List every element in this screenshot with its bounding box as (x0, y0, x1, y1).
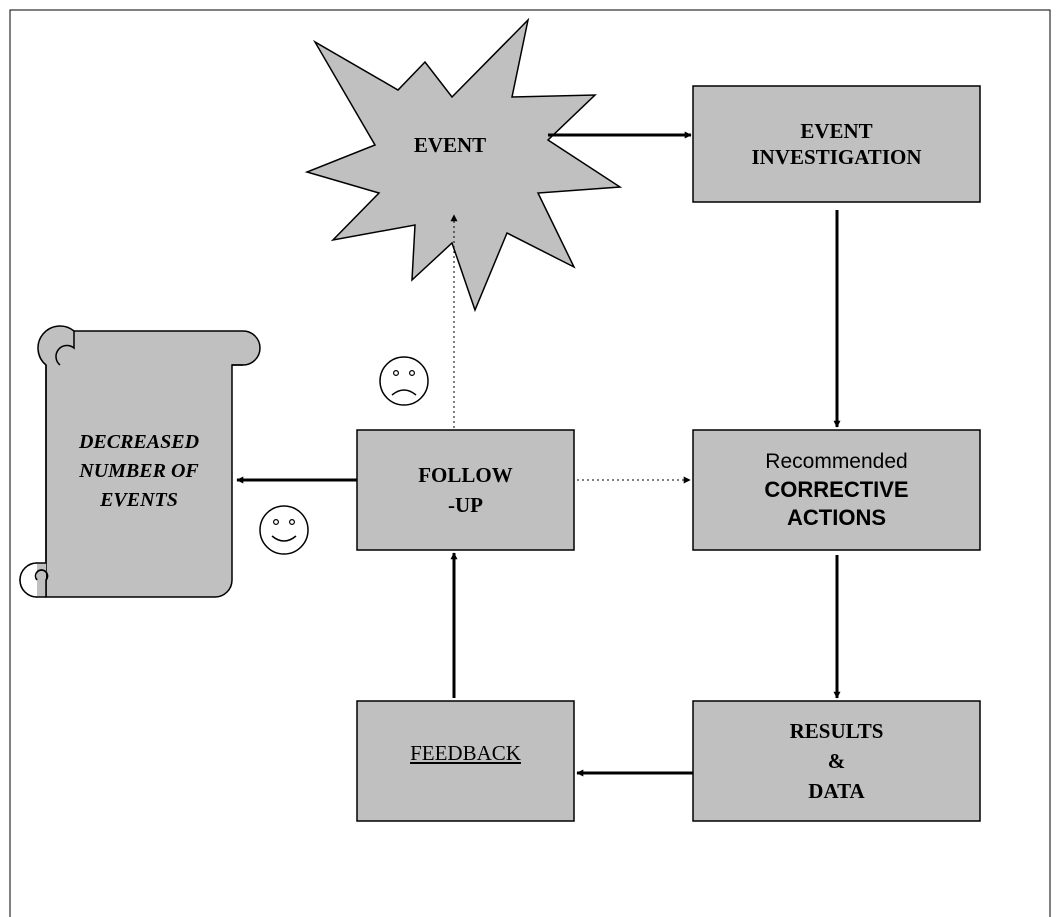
event-investigation-box (692, 85, 981, 203)
results-data-label: RESULTS & DATA (693, 701, 980, 821)
corrective-actions-line-2: CORRECTIVE (764, 477, 909, 502)
corrective-actions-line-3: ACTIONS (787, 505, 886, 530)
event-investigation-label: EVENT INVESTIGATION (693, 86, 980, 202)
outcome-label: DECREASED NUMBER OF EVENTS (46, 416, 232, 526)
outcome-line-3: EVENTS (100, 488, 178, 511)
outcome-scroll (19, 325, 261, 598)
feedback-label: FEEDBACK (357, 701, 574, 805)
event-investigation-line-1: EVENT (800, 119, 873, 143)
feedback-box (356, 700, 575, 822)
corrective-actions-box (692, 429, 981, 551)
event-label: EVENT (395, 120, 505, 170)
happy-face-icon (259, 505, 309, 555)
feedback-label-text: FEEDBACK (410, 741, 521, 765)
page-frame (9, 9, 1051, 917)
follow-up-label: FOLLOW -UP (357, 430, 574, 550)
results-data-line-3: DATA (808, 779, 865, 803)
outcome-line-2: NUMBER OF (79, 459, 199, 482)
event-starburst (304, 17, 623, 313)
results-data-box (692, 700, 981, 822)
corrective-actions-label: Recommended CORRECTIVE ACTIONS (693, 430, 980, 550)
follow-up-box (356, 429, 575, 551)
event-investigation-line-2: INVESTIGATION (751, 145, 922, 169)
event-label-text: EVENT (413, 133, 487, 157)
corrective-actions-line-1: Recommended (765, 450, 908, 473)
sad-face-icon (379, 356, 429, 406)
results-data-line-1: RESULTS (789, 719, 884, 743)
follow-up-line-2: -UP (448, 493, 483, 517)
results-data-line-2: & (827, 749, 846, 773)
follow-up-line-1: FOLLOW (418, 463, 513, 487)
outcome-line-1: DECREASED (78, 430, 200, 453)
